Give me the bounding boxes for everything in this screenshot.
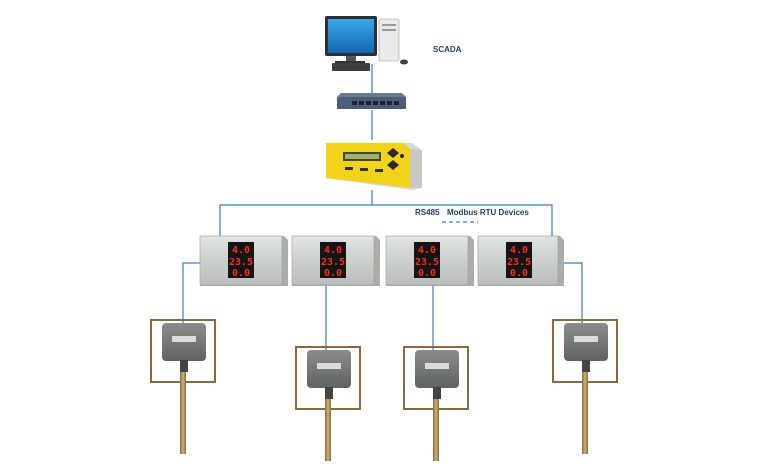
meter-1-reading-1: 4.0 bbox=[232, 245, 250, 256]
modbus-label: Modbus RTU Devices bbox=[447, 208, 529, 217]
panel-meter-3 bbox=[385, 235, 474, 286]
rs485-label: RS485 bbox=[415, 208, 440, 217]
transmitter-3 bbox=[403, 346, 469, 461]
transmitter-4 bbox=[552, 319, 618, 454]
meter-3-reading-2: 23.5 bbox=[415, 257, 439, 268]
meter-2-reading-1: 4.0 bbox=[324, 245, 342, 256]
rs485-bus-line bbox=[219, 204, 553, 236]
panel-meter-4 bbox=[477, 235, 564, 286]
meter-4-reading-3: 0.0 bbox=[510, 268, 528, 279]
meter-1-reading-2: 23.5 bbox=[229, 257, 253, 268]
meter-2-reading-2: 23.5 bbox=[321, 257, 345, 268]
link-meter1-tx1 bbox=[182, 262, 200, 333]
transmitter-1 bbox=[150, 319, 216, 454]
meter-3-reading-3: 0.0 bbox=[418, 268, 436, 279]
link-meter4-tx4 bbox=[560, 262, 583, 333]
meter-4-reading-1: 4.0 bbox=[510, 245, 528, 256]
computer-icon bbox=[325, 16, 408, 71]
transmitter-2 bbox=[295, 346, 361, 461]
meter-3-reading-1: 4.0 bbox=[418, 245, 436, 256]
meter-1-reading-3: 0.0 bbox=[232, 268, 250, 279]
meter-2-reading-3: 0.0 bbox=[324, 268, 342, 279]
network-switch-icon bbox=[337, 93, 406, 109]
panel-meter-1 bbox=[199, 235, 288, 286]
panel-meter-2 bbox=[291, 235, 380, 286]
scada-label: SCADA bbox=[433, 45, 462, 54]
meter-4-reading-2: 23.5 bbox=[507, 257, 531, 268]
controller-icon bbox=[326, 143, 422, 190]
